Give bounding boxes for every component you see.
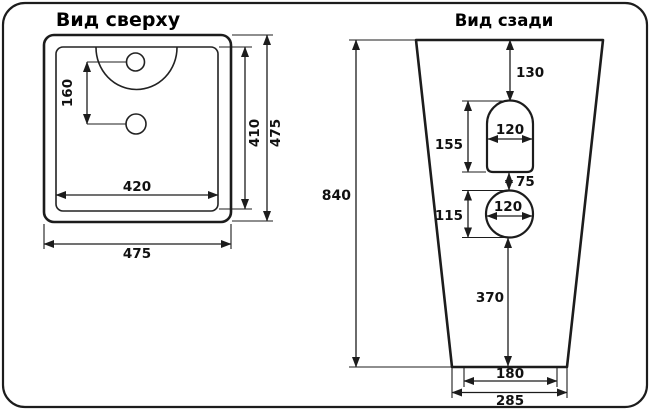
dim-opening-width: 120 (487, 122, 533, 143)
pedestal-outline (414, 38, 605, 369)
dim-opening-height: 155 (435, 100, 505, 173)
faucet-hole (125, 52, 146, 72)
top-view-outer-rim (42, 33, 233, 224)
dim-label-base-inner-width: 180 (496, 366, 524, 382)
dim-outer-width: 475 (43, 224, 232, 262)
top-view-title: Вид сверху (56, 9, 181, 31)
dim-inner-width: 420 (55, 179, 219, 199)
dim-label-outer-width: 475 (123, 246, 151, 262)
dim-hole-to-floor: 370 (476, 237, 512, 367)
back-view: Вид сзади 840 130 155 120 (322, 11, 605, 409)
dim-label-outer-depth: 475 (268, 119, 284, 147)
dim-hole-diameter: 120 (486, 199, 533, 220)
dim-base-outer-width: 285 (451, 368, 568, 409)
dim-label-inner-width: 420 (123, 179, 151, 195)
top-view-inner-basin (55, 46, 219, 212)
dim-label-total-height: 840 (322, 188, 351, 204)
drain-hole (125, 113, 147, 135)
dim-label-hole-height: 115 (435, 208, 463, 224)
siphon-opening-arch (485, 99, 535, 174)
dim-label-opening-width: 120 (496, 122, 524, 138)
dim-label-opening-height: 155 (435, 137, 463, 153)
top-view: Вид сверху 160 420 410 (42, 9, 284, 262)
dim-label-hole-to-floor: 370 (476, 290, 504, 306)
dim-label-base-outer-width: 285 (496, 393, 524, 409)
dim-outer-depth: 475 (232, 34, 284, 222)
dim-label-inner-depth: 410 (247, 119, 263, 147)
dim-label-hole-spacing: 160 (60, 79, 76, 107)
dim-hole-height: 115 (435, 189, 509, 239)
dim-base-inner-width: 180 (463, 366, 558, 387)
dim-label-hole-diameter: 120 (494, 199, 522, 215)
dim-top-to-opening: 130 (506, 39, 544, 102)
dim-total-height: 840 (322, 39, 452, 368)
dim-inner-depth: 410 (219, 46, 263, 210)
basin-back-curve (95, 47, 178, 91)
dim-label-opening-to-hole: 75 (516, 174, 535, 190)
dim-hole-spacing: 160 (60, 61, 127, 125)
dim-opening-to-hole: 75 (505, 172, 535, 191)
back-view-title: Вид сзади (455, 11, 554, 30)
dim-label-top-to-opening: 130 (516, 65, 544, 81)
